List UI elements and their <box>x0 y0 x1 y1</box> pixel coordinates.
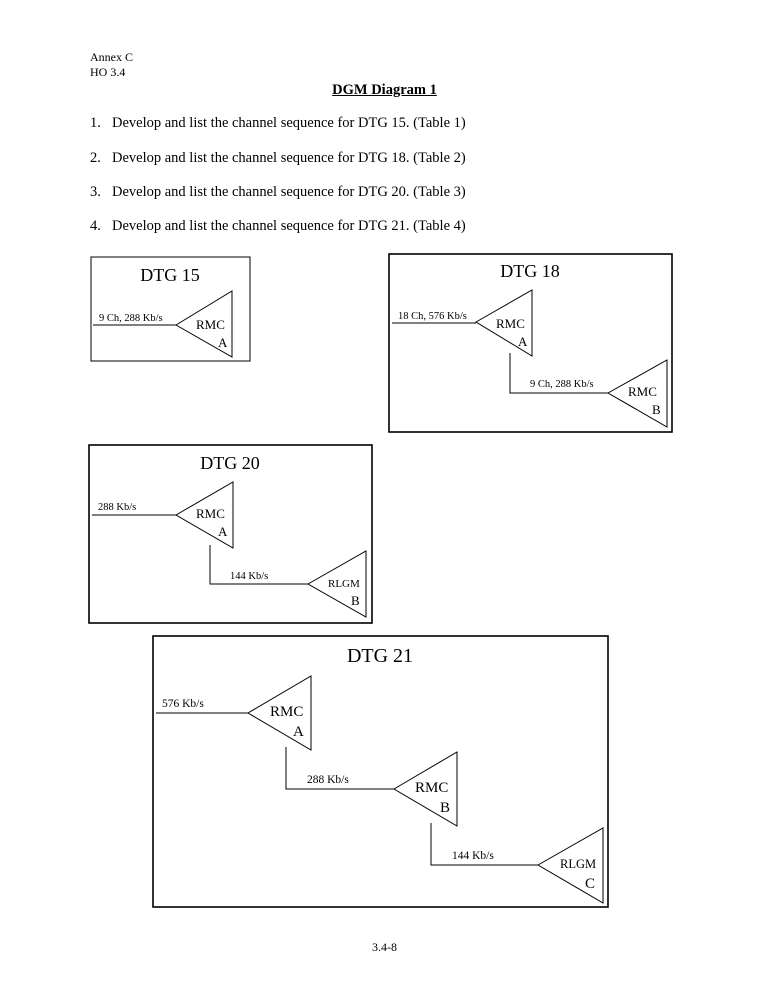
dtg15-rmc-a-node <box>175 290 233 358</box>
dtg18-title: DTG 18 <box>500 261 560 281</box>
dtg21-rlgm-c-id: C <box>585 876 595 892</box>
dtg20-rlgm-b-id: B <box>351 593 360 608</box>
dtg21-rmc-a-node <box>247 675 312 751</box>
dtg18-rmc-a-name: RMC <box>496 316 525 331</box>
task-number: 4. <box>90 218 101 234</box>
annex-header: Annex C HO 3.4 <box>90 50 133 80</box>
dtg21-rmc-a-id: A <box>293 724 304 740</box>
dtg20-input-label: 288 Kb/s <box>98 502 136 513</box>
dtg18-frame <box>388 253 673 433</box>
dtg21-rmc-a-name: RMC <box>270 704 303 720</box>
dtg18-rmc-b-id: B <box>652 402 661 417</box>
task-number: 3. <box>90 184 101 200</box>
dtg18-rmc-b-name: RMC <box>628 384 657 399</box>
task-text: Develop and list the channel sequence fo… <box>112 150 466 166</box>
task-text: Develop and list the channel sequence fo… <box>112 184 466 200</box>
task-item: 4. Develop and list the channel sequence … <box>90 218 466 235</box>
task-number: 1. <box>90 115 101 131</box>
dtg20-rmc-a-id: A <box>218 524 228 539</box>
dtg21-input-label: 576 Kb/s <box>162 698 204 710</box>
dtg20-rlgm-b-node <box>306 550 367 618</box>
dtg20-diagram: DTG 20 288 Kb/s 144 Kb/s RMC A RLGM B <box>88 444 373 624</box>
dtg21-rlgm-c-node <box>536 827 604 904</box>
dtg15-rmc-a-id: A <box>218 335 228 350</box>
dtg21-diagram: DTG 21 576 Kb/s 288 Kb/s 144 Kb/s RMC A … <box>152 635 609 908</box>
dtg20-rlgm-b-name: RLGM <box>328 578 360 590</box>
dtg20-rmc-a-name: RMC <box>196 506 225 521</box>
dtg21-rlgm-c-name: RLGM <box>560 857 596 871</box>
dtg18-rmc-b-node <box>606 359 668 428</box>
task-item: 1. Develop and list the channel sequence … <box>90 115 466 132</box>
dtg18-rmc-a-node <box>475 289 533 357</box>
dtg18-link-label: 9 Ch, 288 Kb/s <box>530 379 594 390</box>
dtg21-rmc-b-name: RMC <box>415 780 448 796</box>
task-item: 3. Develop and list the channel sequence … <box>90 184 466 201</box>
dtg18-input-label: 18 Ch, 576 Kb/s <box>398 311 467 322</box>
dtg21-frame <box>152 635 609 908</box>
dtg21-link2-label: 144 Kb/s <box>452 850 494 862</box>
dtg18-link-line <box>509 353 608 394</box>
dtg20-rmc-a-node <box>175 481 234 549</box>
dtg15-diagram: DTG 15 9 Ch, 288 Kb/s RMC A <box>90 256 251 362</box>
dtg21-link1-label: 288 Kb/s <box>307 774 349 786</box>
dtg20-link-line <box>209 545 308 585</box>
dtg15-input-label: 9 Ch, 288 Kb/s <box>99 313 163 324</box>
dtg20-frame <box>88 444 373 624</box>
dtg20-title: DTG 20 <box>200 453 260 473</box>
task-item: 2. Develop and list the channel sequence … <box>90 150 466 167</box>
dtg21-rmc-b-id: B <box>440 800 450 816</box>
dtg18-rmc-a-id: A <box>518 334 528 349</box>
dtg15-frame <box>90 256 251 362</box>
annex-label: Annex C <box>90 50 133 64</box>
dtg20-link-label: 144 Kb/s <box>230 571 268 582</box>
dtg21-title: DTG 21 <box>347 645 413 667</box>
dtg15-rmc-a-name: RMC <box>196 317 225 332</box>
task-number: 2. <box>90 150 101 166</box>
task-text: Develop and list the channel sequence fo… <box>112 115 466 131</box>
page-number: 3.4-8 <box>372 940 397 954</box>
dtg18-diagram: DTG 18 18 Ch, 576 Kb/s 9 Ch, 288 Kb/s RM… <box>388 253 673 433</box>
dtg15-title: DTG 15 <box>140 265 200 285</box>
handout-label: HO 3.4 <box>90 65 126 79</box>
page-title: DGM Diagram 1 <box>332 82 437 98</box>
task-text: Develop and list the channel sequence fo… <box>112 218 466 234</box>
dtg21-rmc-b-node <box>393 751 458 827</box>
dtg21-link2-line <box>430 823 538 866</box>
dtg21-link1-line <box>285 747 394 790</box>
